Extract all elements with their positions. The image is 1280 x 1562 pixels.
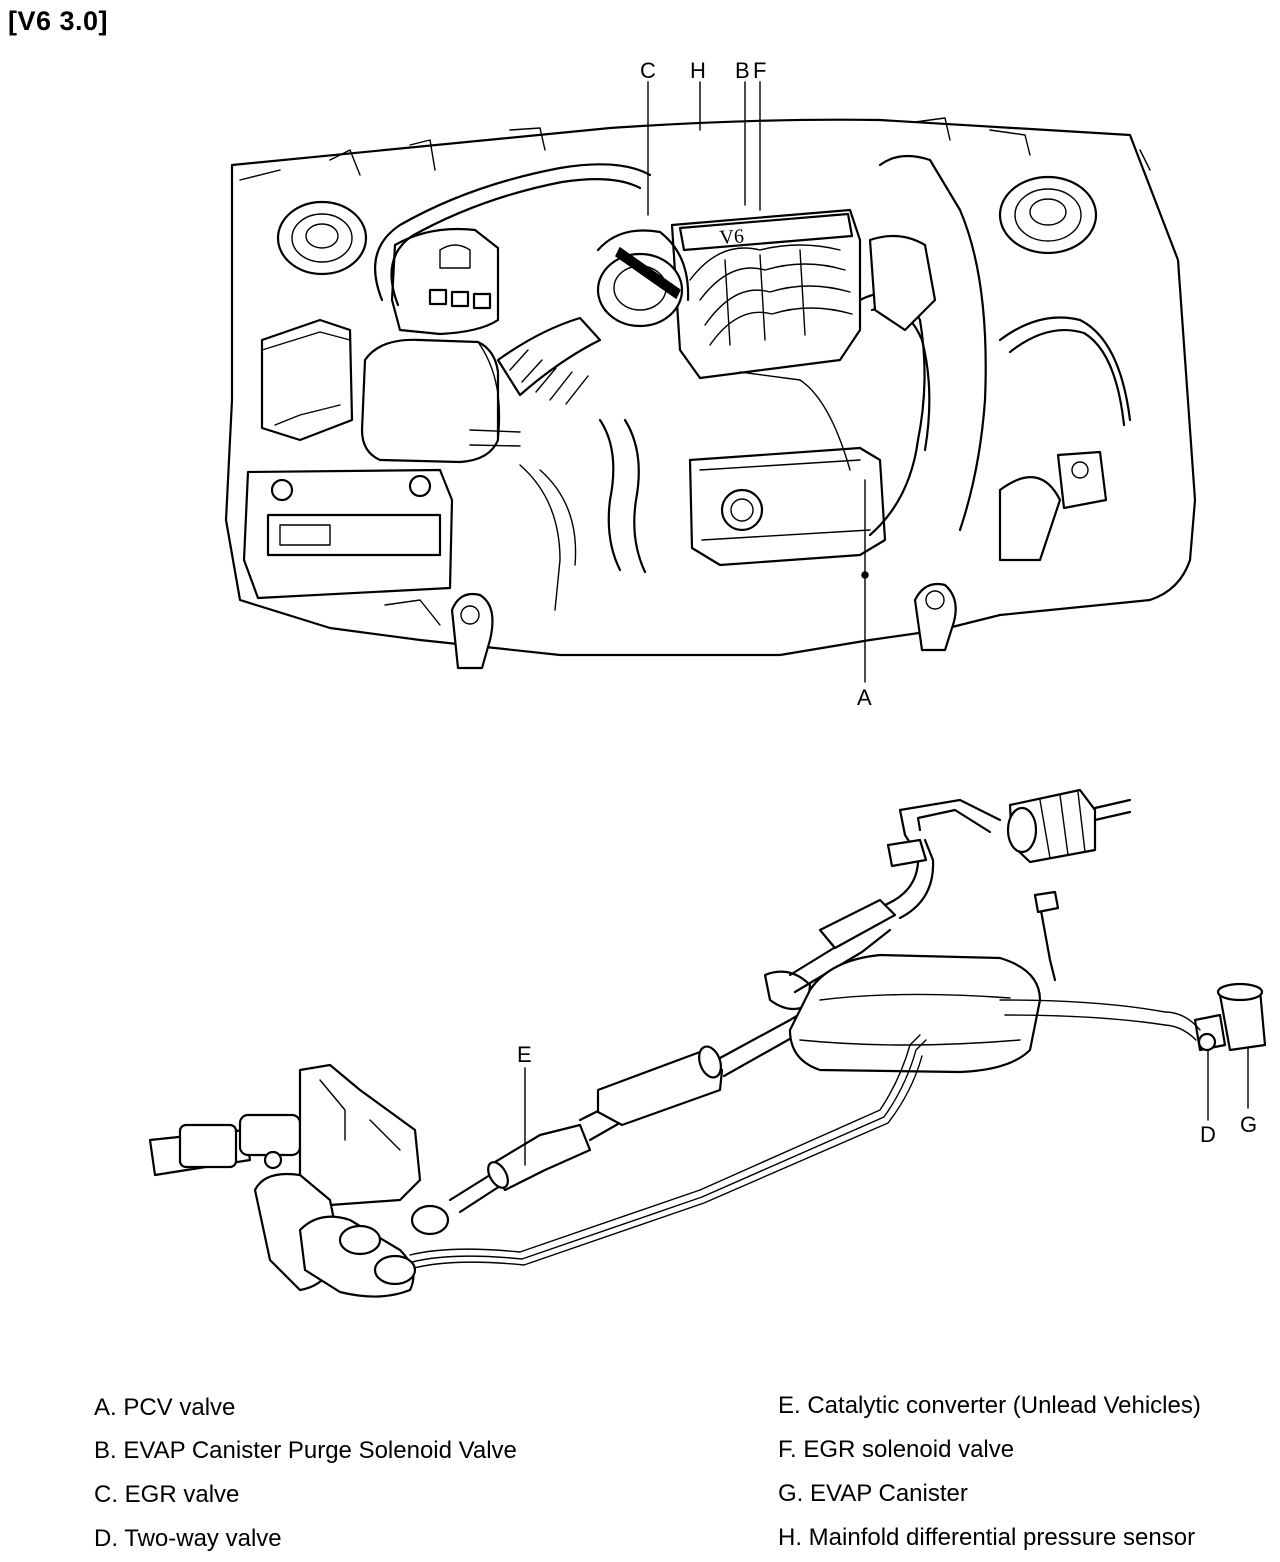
- coolant-reservoir: [390, 227, 500, 336]
- engine-bay-illustration: V6: [224, 81, 1197, 683]
- callout-h: H: [690, 58, 706, 83]
- engine-badge-text: V6: [719, 225, 745, 249]
- rocker-cover: [688, 446, 887, 567]
- callout-c: C: [640, 58, 656, 83]
- battery: [242, 468, 454, 600]
- callout-d: D: [1200, 1122, 1216, 1147]
- throttle-body-egr-area: [596, 229, 690, 328]
- legend-item-a: A. PCV valve: [94, 1394, 236, 1421]
- callout-f: F: [753, 58, 766, 83]
- callout-e: E: [517, 1042, 532, 1067]
- legend-item-b: B. EVAP Canister Purge Solenoid Valve: [94, 1437, 517, 1464]
- callout-a: A: [857, 685, 872, 710]
- strut-tower-left: [276, 200, 368, 276]
- page-title: [V6 3.0]: [8, 6, 109, 36]
- strut-tower-right: [998, 175, 1098, 255]
- relay-box: [260, 318, 354, 442]
- callout-g: G: [1240, 1112, 1257, 1137]
- front-mounts: [450, 582, 957, 670]
- legend-item-f: F. EGR solenoid valve: [778, 1436, 1015, 1463]
- intake-duct: [496, 316, 602, 397]
- evap-canister: [1193, 982, 1267, 1052]
- air-cleaner: [360, 338, 521, 464]
- center-muffler: [596, 1045, 724, 1127]
- callout-b: B: [735, 58, 750, 83]
- exhaust-fuel-illustration: [148, 788, 1267, 1298]
- catalytic-converter: [487, 1123, 592, 1192]
- engine-badge: V6: [678, 212, 854, 252]
- right-components: [868, 234, 1108, 562]
- legend-item-d: D. Two-way valve: [94, 1525, 282, 1552]
- intake-plenum: [670, 208, 862, 380]
- legend-item-c: C. EGR valve: [94, 1481, 240, 1508]
- legend-item-h: H. Mainfold differential pressure sensor: [778, 1524, 1196, 1551]
- two-way-valve: [1197, 1032, 1217, 1052]
- legend-item-e: E. Catalytic converter (Unlead Vehicles): [778, 1392, 1201, 1419]
- rear-muffler: [1006, 788, 1132, 864]
- engine-assembly: [148, 1063, 450, 1298]
- legend-item-g: G. EVAP Canister: [778, 1480, 968, 1507]
